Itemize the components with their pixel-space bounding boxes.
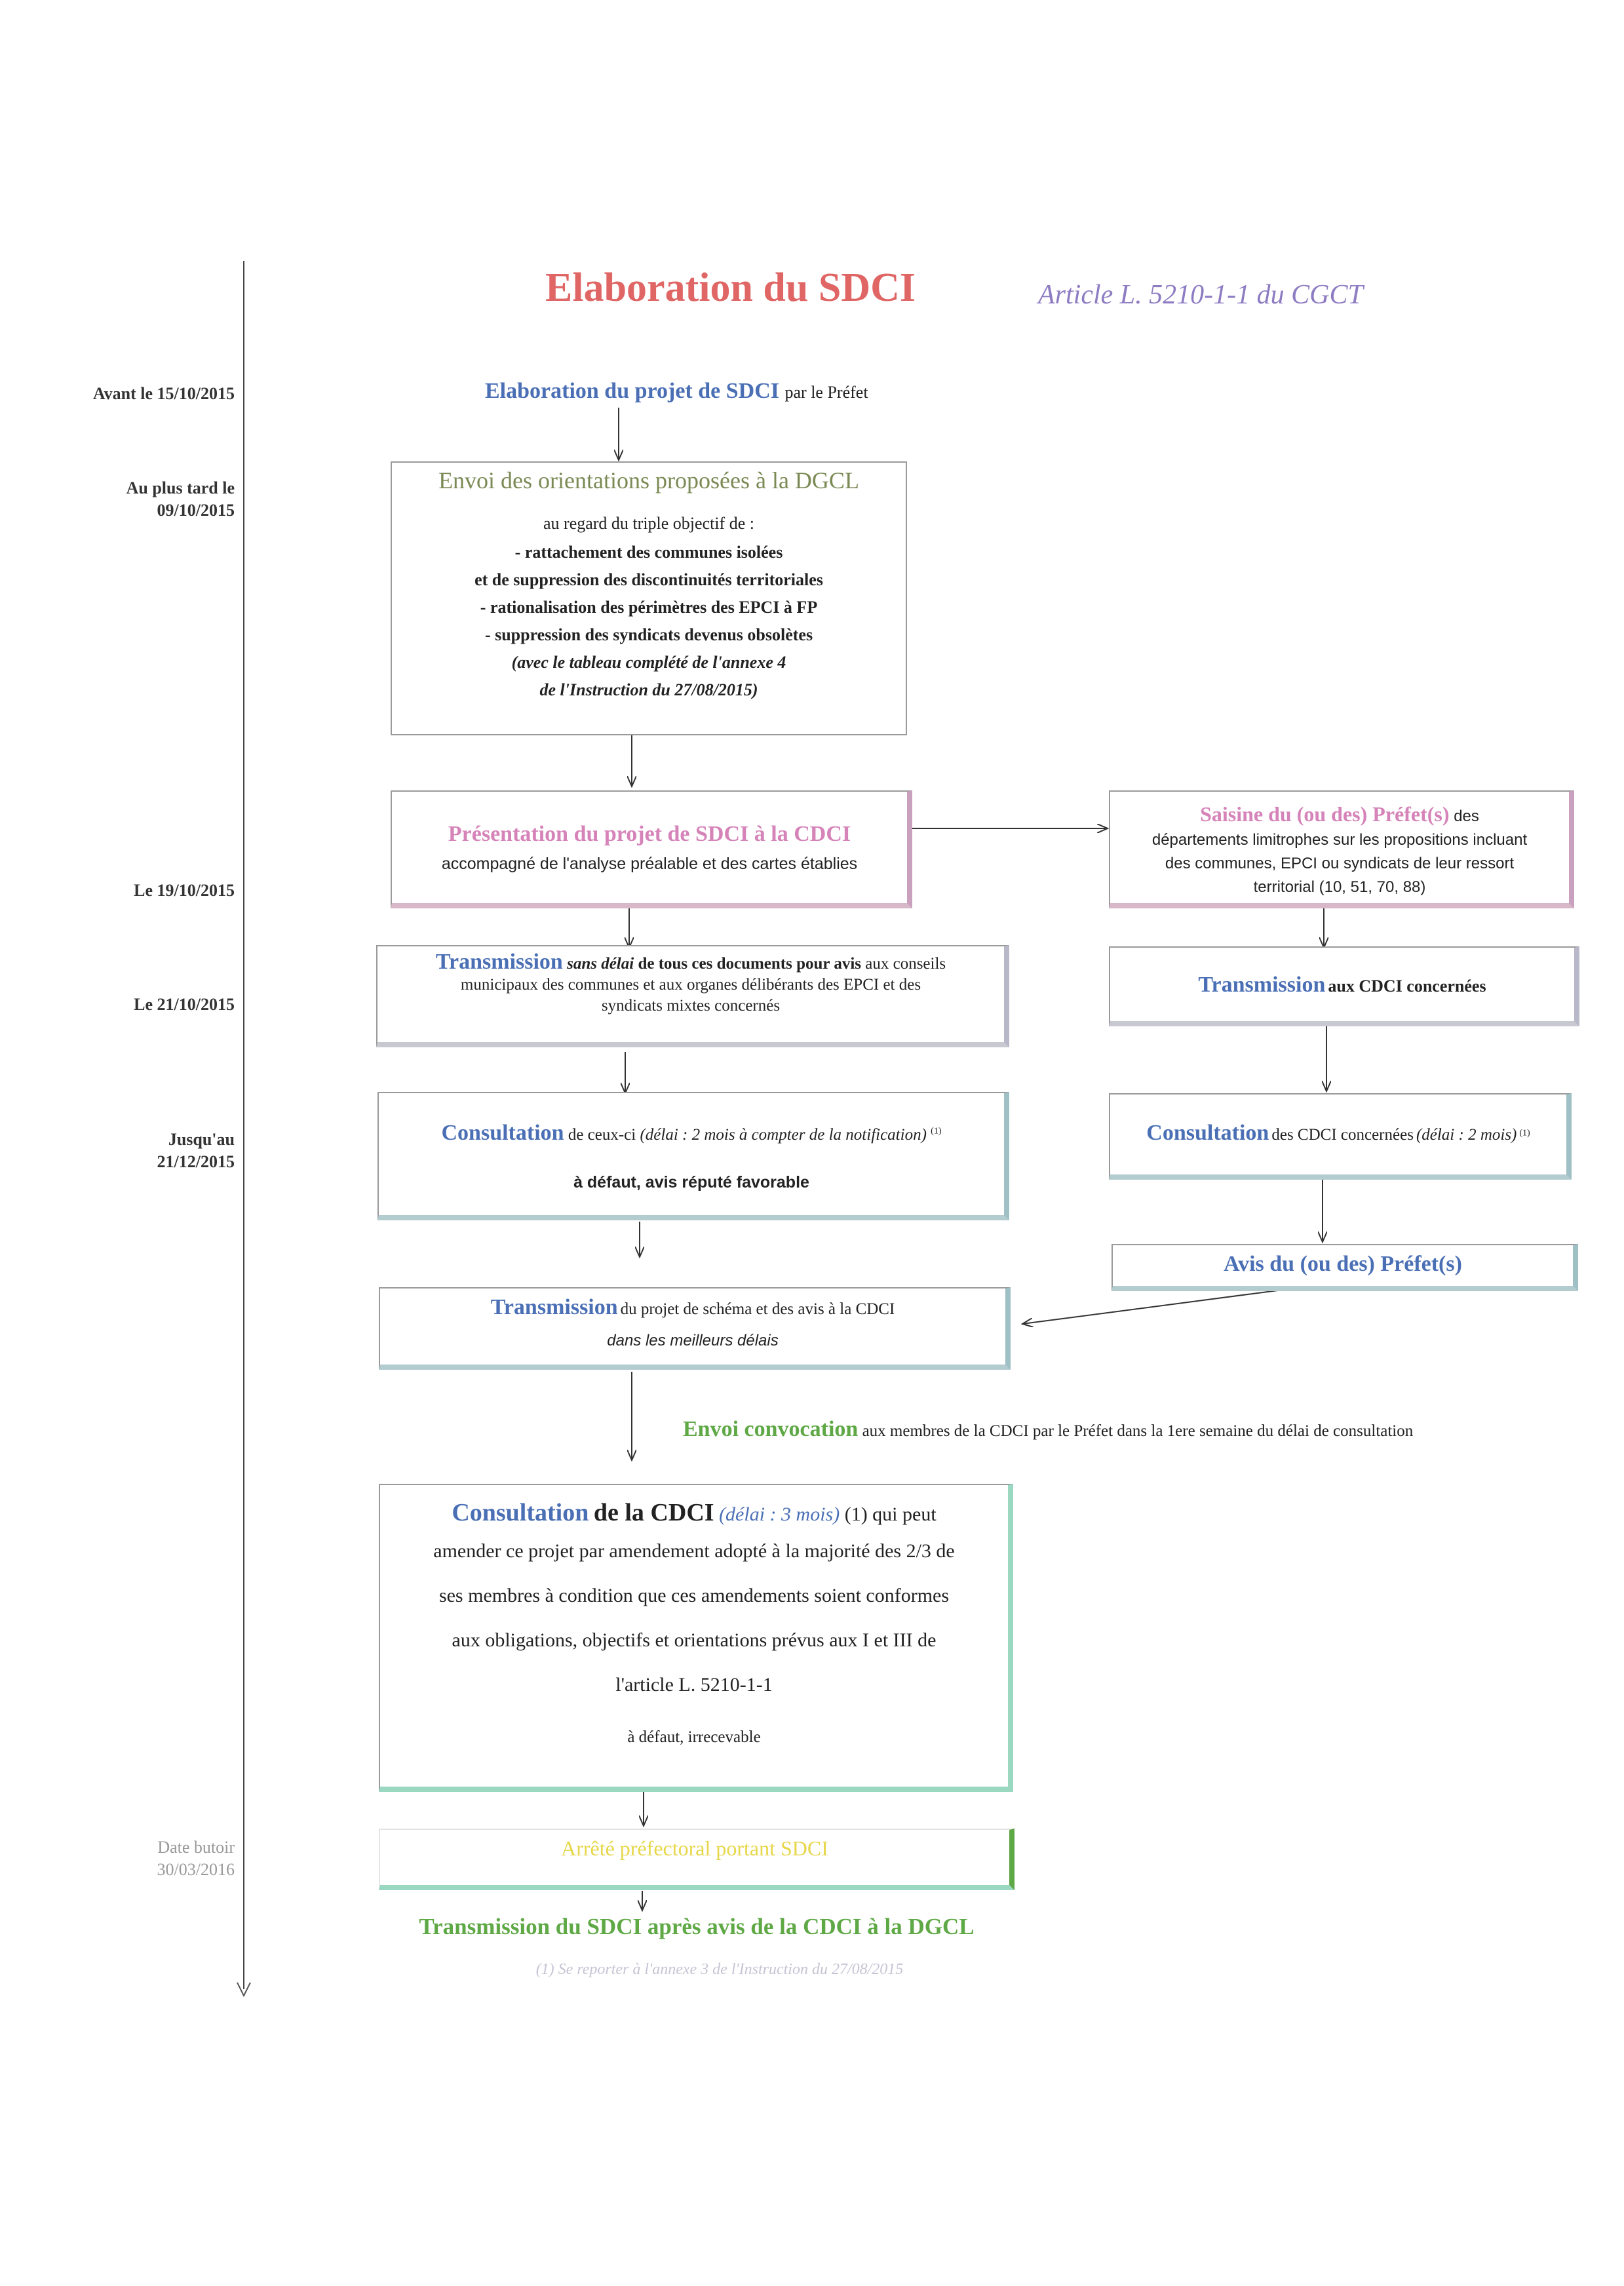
step-subtext: accompagné de l'analyse préalable et des… xyxy=(441,855,858,873)
step-text: du projet de schéma et des avis à la CDC… xyxy=(620,1300,895,1318)
box-transmission-documents: Transmission sans délai de tous ces docu… xyxy=(376,945,1009,1047)
objective-item: - rationalisation des périmètres des EPC… xyxy=(480,598,818,617)
box-consultation-conseils: Consultation de ceux-ci (délai : 2 mois … xyxy=(377,1092,1009,1220)
default-rule: à défaut, irrecevable xyxy=(627,1728,761,1746)
step-heading: Consultation xyxy=(452,1499,589,1526)
box-transmission-cdci-concernees: Transmission aux CDCI concernées xyxy=(1109,946,1579,1026)
objective-item: - suppression des syndicats devenus obso… xyxy=(484,625,813,644)
step-text: amender ce projet par amendement adopté … xyxy=(433,1540,955,1562)
box-consultation-cdci-concernees: Consultation des CDCI concernées (délai … xyxy=(1109,1093,1572,1180)
step-emphasis: (délai : 2 mois) xyxy=(1416,1126,1517,1144)
objective-item: - rattachement des communes isolées xyxy=(514,543,783,562)
objective-item: et de suppression des discontinuités ter… xyxy=(474,570,823,589)
step-heading: Arrêté préfectoral portant SDCI xyxy=(561,1836,828,1860)
box-arrete-prefectoral: Arrêté préfectoral portant SDCI xyxy=(379,1829,1015,1890)
step-heading: Présentation du projet de SDCI à la CDCI xyxy=(448,822,851,846)
step-text: des CDCI concernées xyxy=(1271,1126,1414,1144)
step-text: aux obligations, objectifs et orientatio… xyxy=(452,1629,937,1651)
step-elaboration-projet: Elaboration du projet de SDCI par le Pré… xyxy=(485,379,868,404)
step-text: départements limitrophes sur les proposi… xyxy=(1151,831,1528,849)
timeline-arrow-icon xyxy=(237,1982,251,1998)
step-text: ses membres à condition que ces amendeme… xyxy=(438,1585,950,1606)
step-heading: Transmission xyxy=(490,1295,618,1319)
step-text: l'article L. 5210-1-1 xyxy=(615,1674,773,1695)
step-suffix: par le Préfet xyxy=(784,383,868,402)
step-text: de ceux-ci xyxy=(568,1126,636,1144)
footnote: (1) Se reporter à l'annexe 3 de l'Instru… xyxy=(535,1961,904,1978)
step-heading: Avis du (ou des) Préfet(s) xyxy=(1224,1252,1462,1276)
step-heading: Saisine du (ou des) Préfet(s) xyxy=(1200,802,1450,826)
step-text: des communes, EPCI ou syndicats de leur … xyxy=(1165,855,1515,872)
box-avis-prefets: Avis du (ou des) Préfet(s) xyxy=(1112,1244,1578,1291)
envoi-convocation: Envoi convocation aux membres de la CDCI… xyxy=(683,1417,1413,1442)
step-heading: Consultation xyxy=(441,1121,564,1145)
step-emphasis: (délai : 2 mois à compter de la notifica… xyxy=(640,1126,927,1144)
box-consultation-cdci: Consultation de la CDCI (délai : 3 mois)… xyxy=(379,1484,1013,1792)
step-text: de tous ces documents pour avis xyxy=(638,955,861,973)
page-title: Elaboration du SDCI xyxy=(545,265,916,310)
step-heading: Elaboration du projet de SDCI xyxy=(485,379,779,403)
date-label: Le 21/10/2015 xyxy=(134,995,235,1014)
step-intro: au regard du triple objectif de : xyxy=(543,514,754,533)
step-text: municipaux des communes et aux organes d… xyxy=(460,976,921,994)
step-heading: Transmission xyxy=(1198,973,1326,997)
step-heading: Envoi des orientations proposées à la DG… xyxy=(438,467,859,494)
step-text: aux conseils xyxy=(865,955,946,973)
footnote-ref: (1) xyxy=(931,1126,942,1136)
transmission-sdci-dgcl: Transmission du SDCI après avis de la CD… xyxy=(379,1914,1015,1940)
step-heading: Transmission xyxy=(435,950,563,974)
annex-note: de l'Instruction du 27/08/2015) xyxy=(539,680,758,699)
step-text: territorial (10, 51, 70, 88) xyxy=(1253,878,1426,896)
step-heading: Consultation xyxy=(1146,1121,1269,1145)
step-emphasis: dans les meilleurs délais xyxy=(607,1332,779,1349)
step-heading: Envoi convocation xyxy=(683,1417,859,1441)
step-heading: de la CDCI xyxy=(593,1499,714,1526)
box-envoi-orientations: Envoi des orientations proposées à la DG… xyxy=(391,461,907,735)
box-saisine-prefets: Saisine du (ou des) Préfet(s) des départ… xyxy=(1109,790,1574,908)
step-heading: Transmission du SDCI après avis de la CD… xyxy=(419,1914,975,1939)
step-text: des xyxy=(1454,807,1479,825)
date-label: Avant le 15/10/2015 xyxy=(92,384,235,403)
annex-note: (avec le tableau complété de l'annexe 4 xyxy=(511,653,786,672)
step-text: (1) qui peut xyxy=(844,1503,937,1525)
step-emphasis: (délai : 3 mois) xyxy=(719,1503,840,1525)
step-text: aux CDCI concernées xyxy=(1328,977,1486,996)
box-transmission-projet-schema: Transmission du projet de schéma et des … xyxy=(379,1287,1011,1370)
step-emphasis: sans délai xyxy=(567,955,634,973)
default-rule: à défaut, avis réputé favorable xyxy=(573,1173,809,1191)
date-label: Le 19/10/2015 xyxy=(134,881,235,900)
step-text: syndicats mixtes concernés xyxy=(601,997,781,1015)
article-reference: Article L. 5210-1-1 du CGCT xyxy=(1038,280,1363,310)
box-presentation-cdci: Présentation du projet de SDCI à la CDCI… xyxy=(391,790,912,908)
footnote-ref: (1) xyxy=(1519,1128,1530,1138)
step-text: aux membres de la CDCI par le Préfet dan… xyxy=(862,1422,1414,1440)
